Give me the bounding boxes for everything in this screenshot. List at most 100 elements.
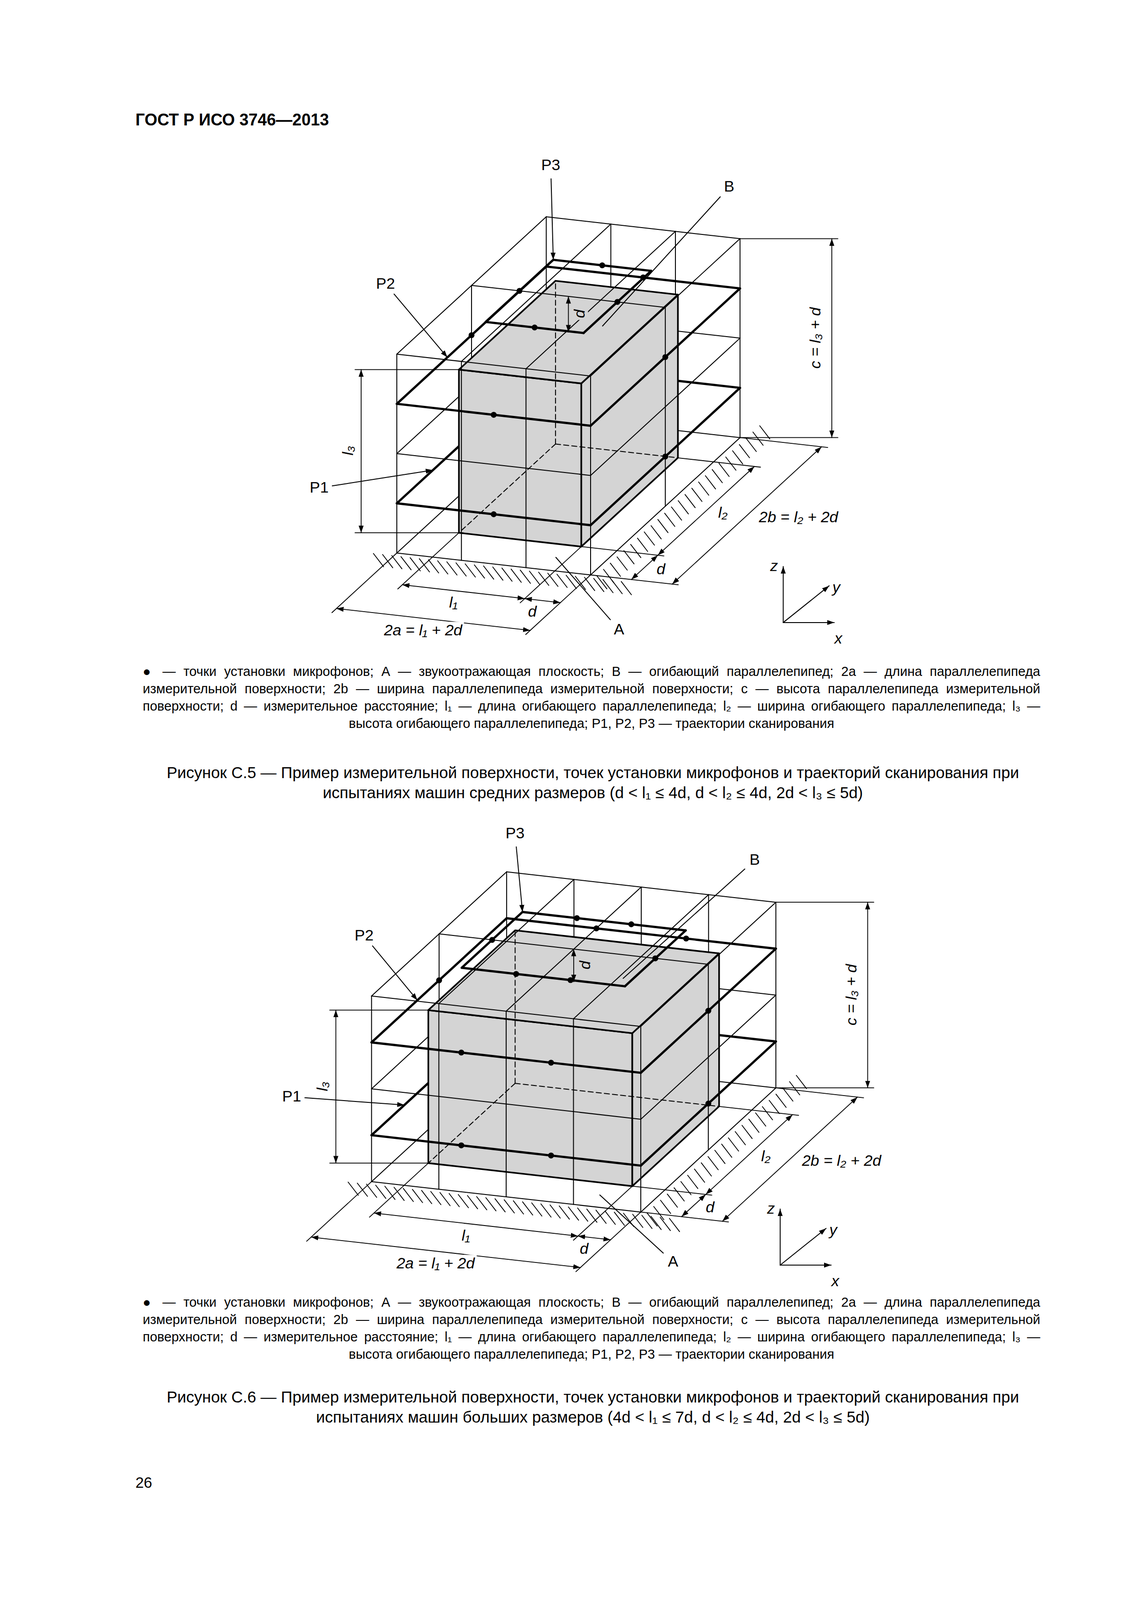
- hatch-stroke: [728, 1137, 739, 1152]
- back-frame: [396, 216, 741, 553]
- extension-line: [740, 437, 839, 439]
- hatch-stroke: [603, 569, 614, 583]
- dimension-label: l₂: [716, 503, 730, 521]
- scan-path: [624, 930, 686, 986]
- microphone-point: [652, 955, 659, 962]
- extension-line: [775, 1087, 864, 1098]
- hidden-edge: [514, 930, 516, 1084]
- hatch-stroke: [684, 494, 696, 508]
- microphone-point: [490, 511, 497, 518]
- hatch-stroke: [646, 1212, 657, 1226]
- hatch-stroke: [657, 519, 668, 533]
- frame-line: [438, 1003, 440, 1189]
- front-frame: [396, 223, 741, 575]
- microphone-point: [513, 970, 519, 977]
- hatch-stroke: [748, 1119, 759, 1133]
- hatch-stroke: [769, 1100, 780, 1114]
- hatch-stroke: [605, 1210, 616, 1225]
- axis-label: z: [765, 1199, 777, 1217]
- scan-path: [485, 321, 584, 333]
- hatch-stroke: [400, 556, 411, 570]
- microphone-point: [516, 287, 523, 294]
- dimension-line: [524, 598, 561, 603]
- hatch-stroke: [651, 1216, 662, 1230]
- hatch-stroke: [739, 444, 750, 458]
- figure-legend: ● — точки установки микрофонов; А — звук…: [142, 662, 1041, 732]
- hatch-stroke: [391, 555, 402, 569]
- callout-label: P2: [374, 274, 398, 292]
- dimension-label: d: [703, 1198, 716, 1216]
- microphone-point: [489, 936, 496, 943]
- dimension-label: l₁: [459, 1226, 472, 1244]
- dimension-label: 2b = l₂ + 2d: [757, 508, 841, 526]
- hatch-stroke: [373, 553, 384, 567]
- hatch-stroke: [476, 1196, 487, 1210]
- hatch-stroke: [492, 566, 503, 581]
- hatch-stroke: [596, 575, 607, 589]
- machine-box: [458, 280, 678, 547]
- leader-line: [622, 868, 745, 979]
- dimensions: [305, 846, 874, 1272]
- hatch-stroke: [565, 575, 576, 589]
- microphone-point: [548, 1152, 555, 1159]
- hatch-stroke: [494, 1198, 505, 1212]
- hatch-stroke: [775, 1094, 786, 1108]
- microphone-point: [683, 935, 690, 942]
- hatch-stroke: [437, 560, 448, 574]
- extension-line: [369, 1162, 429, 1218]
- hatch-stroke: [409, 557, 421, 571]
- extension-line: [740, 437, 828, 448]
- hatch-stroke: [671, 506, 682, 520]
- hatch-stroke: [674, 1187, 685, 1201]
- hatch-stroke: [721, 1143, 732, 1157]
- hatch-stroke: [504, 1199, 515, 1213]
- hatch-stroke: [617, 556, 628, 571]
- hatch-stroke: [485, 1197, 496, 1211]
- hatch-stroke: [384, 1186, 395, 1200]
- hatch-stroke: [752, 431, 763, 446]
- hatch-stroke: [440, 1192, 451, 1206]
- extension-line: [354, 532, 459, 534]
- hatch-stroke: [796, 1075, 807, 1089]
- extension-line: [520, 546, 582, 603]
- hatch-stroke: [559, 1205, 570, 1220]
- axis-line: [783, 585, 830, 623]
- dimension-line: [373, 1213, 578, 1237]
- frame-line: [505, 1011, 507, 1197]
- hatch-stroke: [621, 581, 632, 595]
- scan-path: [396, 503, 591, 525]
- scan-path: [485, 259, 554, 322]
- leader-line: [332, 470, 434, 486]
- dimension-label: d: [570, 307, 588, 321]
- frame-line: [664, 307, 666, 507]
- leader-line: [555, 557, 611, 620]
- extension-line: [575, 1211, 641, 1272]
- hatch-stroke: [708, 1156, 719, 1170]
- figure-caption: Рисунок С.5 — Пример измерительной повер…: [132, 762, 1054, 803]
- hatch-stroke: [403, 1188, 414, 1202]
- extension-line: [581, 546, 665, 556]
- hatch-stroke: [474, 565, 485, 579]
- microphone-point: [662, 353, 669, 360]
- hatch-stroke: [511, 569, 522, 583]
- dimension-line: [657, 466, 755, 556]
- dimension-line: [335, 1010, 337, 1163]
- hatch-stroke: [669, 1218, 680, 1232]
- extension-line: [397, 532, 459, 589]
- hatch-stroke: [755, 1112, 766, 1126]
- hatch-stroke: [644, 531, 655, 545]
- axis-line: [783, 622, 835, 623]
- frame-line: [461, 361, 462, 561]
- hatch-stroke: [610, 563, 621, 577]
- scan-path: [522, 912, 686, 931]
- microphone-point: [705, 1007, 712, 1014]
- extension-line: [775, 901, 874, 903]
- extension-line: [573, 1186, 633, 1241]
- microphone-point: [628, 921, 635, 928]
- hatch-stroke: [538, 571, 549, 586]
- hatch-stroke: [651, 525, 662, 540]
- extension-line: [775, 1087, 874, 1089]
- microphone-point: [599, 262, 606, 269]
- hidden-edge: [555, 280, 556, 445]
